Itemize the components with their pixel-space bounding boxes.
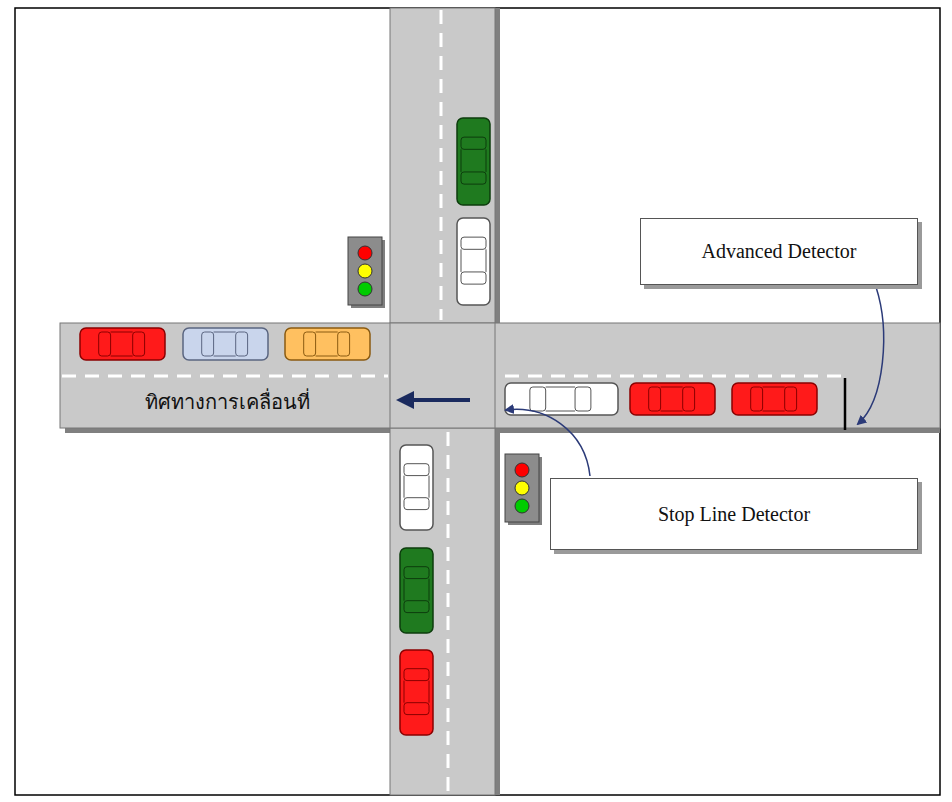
advanced-detector-line <box>844 378 847 430</box>
car <box>183 328 268 360</box>
lane-marking <box>440 10 443 320</box>
car <box>400 650 433 735</box>
car <box>457 118 490 205</box>
direction-arrow <box>410 398 470 402</box>
leader-line <box>506 409 590 476</box>
cars <box>80 118 817 735</box>
car <box>400 445 433 530</box>
intersection <box>390 323 495 428</box>
traffic-light <box>505 454 542 525</box>
car <box>457 218 490 305</box>
traffic-light <box>348 237 385 308</box>
car <box>630 383 715 415</box>
lane-marking <box>505 375 842 378</box>
lane-marking <box>62 375 388 378</box>
callout-box: Stop Line Detector <box>550 478 918 550</box>
car <box>400 548 433 633</box>
horizontal-road <box>60 323 940 428</box>
leader-line <box>858 287 884 424</box>
vertical-road <box>390 8 495 795</box>
callout-text: Stop Line Detector <box>658 503 810 526</box>
direction-label: ทิศทางการเคลื่อนที่ <box>145 386 310 418</box>
car <box>80 328 165 360</box>
car <box>285 328 370 360</box>
car <box>732 383 817 415</box>
frame <box>15 8 940 795</box>
direction-arrowhead <box>396 391 414 409</box>
lane-marking <box>447 432 450 793</box>
callout-text: Advanced Detector <box>702 240 857 263</box>
callout-box: Advanced Detector <box>640 218 918 285</box>
